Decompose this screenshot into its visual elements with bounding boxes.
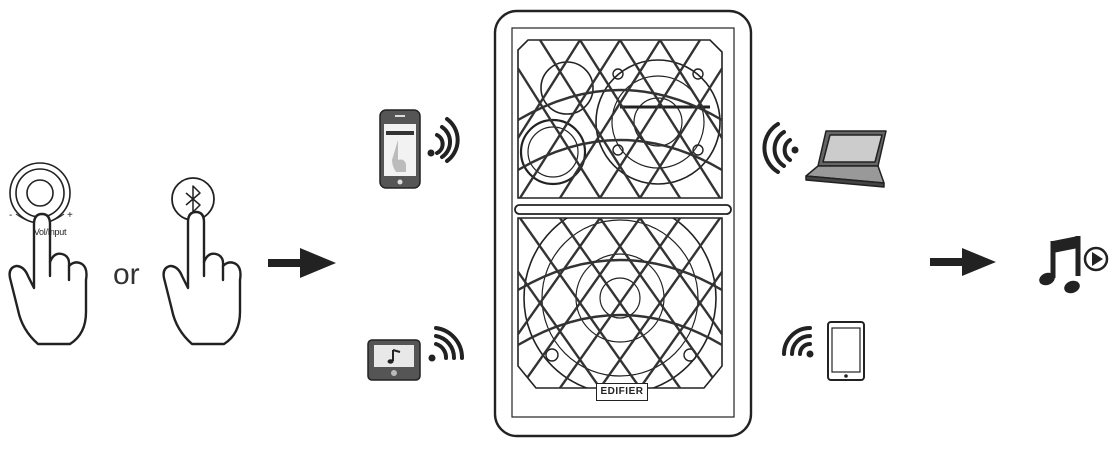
arrow-right-icon [930, 248, 996, 276]
brand-logo: EDIFIER [596, 383, 648, 401]
wireless-signal-icon [762, 122, 799, 174]
music-player-icon [367, 339, 421, 381]
speaker-icon [493, 9, 753, 438]
pointing-hand-icon [8, 212, 88, 346]
pointing-hand-icon [162, 210, 242, 346]
smartphone-icon [379, 109, 421, 189]
tablet-icon [827, 321, 865, 381]
or-label: or [113, 258, 140, 291]
knob-plus-label: + [67, 210, 73, 221]
laptop-icon [805, 130, 887, 188]
wireless-signal-icon [428, 326, 465, 362]
tweeter-grille [517, 39, 723, 199]
wireless-signal-icon [427, 117, 460, 163]
knob-label: Vol/Input [33, 227, 67, 237]
knob-minus-label: - [9, 210, 13, 221]
arrow-right-icon [268, 248, 336, 278]
woofer-grille [517, 217, 723, 389]
music-note-play-icon [1039, 236, 1109, 294]
wireless-signal-icon [782, 326, 814, 358]
